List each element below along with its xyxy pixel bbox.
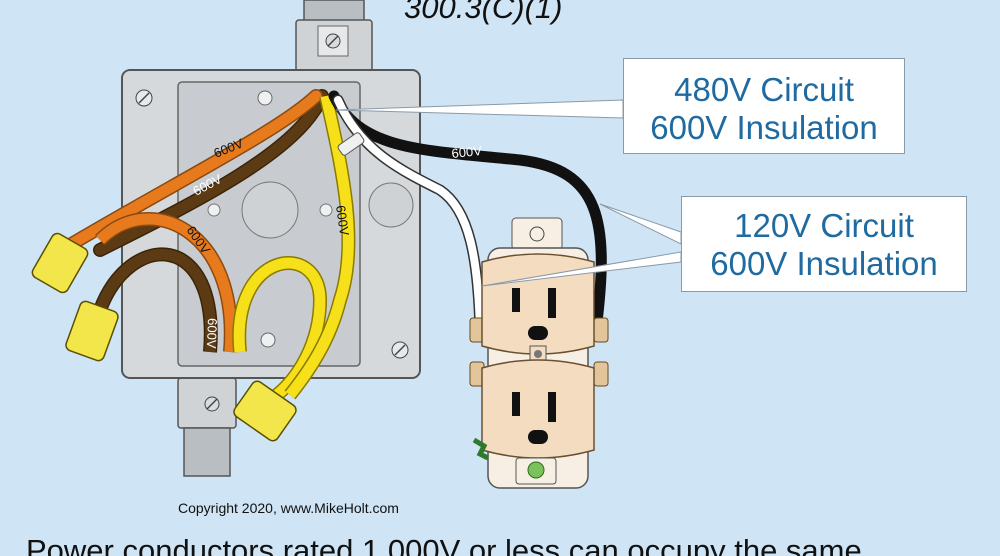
black-wire <box>328 90 607 336</box>
yellow-wire-main <box>284 94 356 400</box>
callout-120-line1: 120V Circuit <box>734 207 914 244</box>
wire-label-yellow: 600V <box>333 204 352 236</box>
copyright-text: Copyright 2020, www.MikeHolt.com <box>178 500 399 516</box>
yellow-wire-loop <box>232 256 328 406</box>
code-reference-title: 300.3(C)(1) <box>404 0 563 25</box>
orange-wire-top <box>63 89 323 252</box>
caption-text: Power conductors rated 1,000V or less ca… <box>26 533 862 556</box>
callout-480v-circuit: 480V Circuit 600V Insulation <box>623 58 905 154</box>
wire-label-black: 600V <box>451 143 483 161</box>
callout-120v-circuit: 120V Circuit 600V Insulation <box>681 196 967 292</box>
callout-480-line1: 480V Circuit <box>674 71 854 108</box>
wire-label-brown-bottom: 600V <box>204 318 220 349</box>
wire-nut-orange <box>31 232 89 294</box>
callout-120-line2: 600V Insulation <box>710 245 938 282</box>
callout-480-line2: 600V Insulation <box>650 109 878 146</box>
bottom-conduit <box>177 377 237 477</box>
top-conduit <box>295 0 373 73</box>
wire-nut-brown <box>65 300 119 362</box>
brown-wire-top <box>93 89 329 257</box>
wire-nut-yellow <box>233 380 297 442</box>
orange-wire-loop <box>95 212 238 353</box>
duplex-receptacle <box>469 217 609 489</box>
cable-clamp <box>337 132 365 156</box>
brown-wire-loop <box>93 247 218 353</box>
